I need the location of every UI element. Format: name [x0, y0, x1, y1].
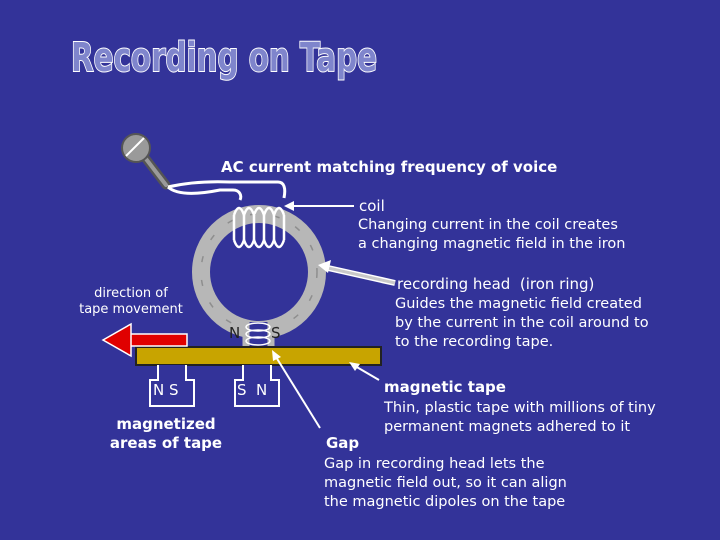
tape-pointer-arrow — [349, 362, 380, 381]
tape-poles-left: N S — [153, 381, 179, 399]
microphone-icon — [121, 133, 171, 190]
head-pole-n: N — [229, 324, 241, 342]
text-line: Thin, plastic tape with millions of tiny — [384, 400, 656, 416]
text-line: a changing magnetic field in the iron — [358, 236, 626, 252]
text-line: magnetized — [116, 415, 216, 433]
text-line: to the recording tape. — [395, 334, 554, 350]
recording-head-label: recording head (iron ring) — [397, 275, 595, 293]
gap-description: Gap in recording head lets the magnetic … — [324, 455, 567, 512]
recording-head-pointer-arrow — [318, 260, 396, 286]
recording-head-description: Guides the magnetic field created by the… — [395, 295, 649, 352]
wire — [166, 185, 243, 201]
head-pole-s: S — [271, 324, 281, 342]
magnetized-area-left — [149, 365, 195, 407]
gap-label: Gap — [326, 434, 360, 452]
magnetized-area-right — [234, 365, 280, 407]
coil-label: coil — [359, 197, 385, 215]
text-line: tape movement — [79, 302, 183, 317]
page-title: Recording on Tape — [71, 35, 377, 81]
gap-field-lines — [245, 322, 271, 346]
text-line: magnetic field out, so it can align — [324, 475, 567, 491]
magnetic-tape-description: Thin, plastic tape with millions of tiny… — [384, 399, 656, 437]
magnetized-label: magnetized areas of tape — [100, 415, 232, 453]
coil-pointer-arrow — [284, 201, 354, 211]
direction-label: direction of tape movement — [76, 286, 186, 318]
text-line: direction of — [94, 286, 168, 301]
text-line: permanent magnets adhered to it — [384, 419, 631, 435]
direction-arrow-icon — [101, 322, 188, 358]
text-line: by the current in the coil around to — [395, 315, 649, 331]
gap-pointer-arrow — [272, 350, 321, 429]
magnetic-tape-label: magnetic tape — [384, 378, 506, 396]
wire — [167, 180, 287, 199]
magnetic-tape — [135, 346, 382, 366]
tape-poles-right: S N — [237, 381, 268, 399]
text-line: the magnetic dipoles on the tape — [324, 494, 566, 510]
coil-winding — [232, 206, 286, 249]
ac-current-label: AC current matching frequency of voice — [221, 158, 558, 176]
text-line: areas of tape — [109, 434, 223, 452]
text-line: Gap in recording head lets the — [324, 456, 545, 472]
coil-description: Changing current in the coil creates a c… — [358, 216, 625, 254]
text-line: Guides the magnetic field created — [395, 296, 642, 312]
text-line: Changing current in the coil creates — [358, 217, 618, 233]
